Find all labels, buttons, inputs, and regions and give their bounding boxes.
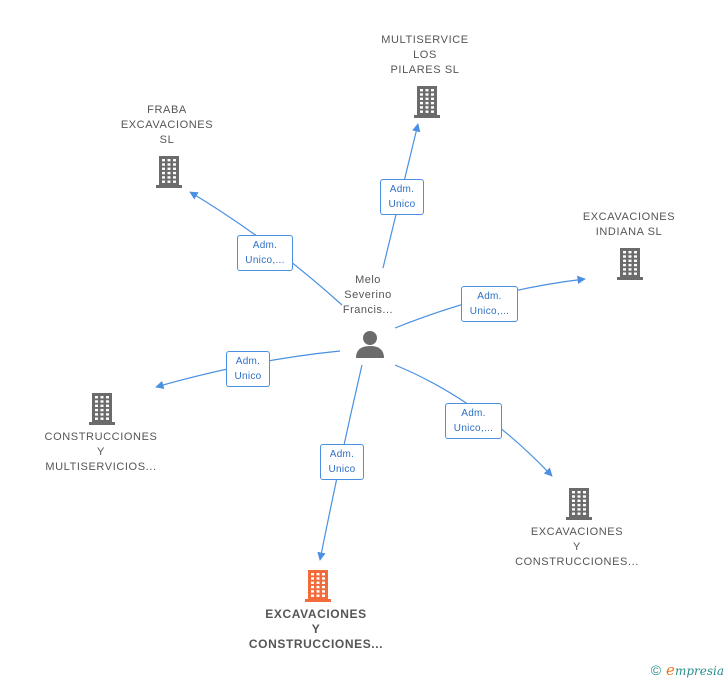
label-line: CONSTRUCCIONES...	[248, 637, 384, 651]
edge-label-line: Unico,...	[453, 423, 494, 434]
building-icon[interactable]	[563, 486, 595, 520]
edge-label-construcciones-multi[interactable]: Adm. Unico	[226, 351, 270, 387]
person-icon[interactable]	[355, 330, 385, 358]
edge-label-excav-constr-main[interactable]: Adm. Unico	[320, 444, 364, 480]
building-icon[interactable]	[153, 154, 185, 188]
label-line: Y	[97, 446, 105, 458]
label-line: PILARES SL	[390, 64, 460, 76]
edge-label-line: Unico	[388, 199, 416, 210]
node-excav-constr-main-label[interactable]: EXCAVACIONES Y CONSTRUCCIONES...	[236, 607, 396, 652]
label-line: MULTISERVICIOS...	[45, 461, 157, 473]
copyright-icon: ©	[650, 662, 662, 678]
node-indiana-label[interactable]: EXCAVACIONES INDIANA SL	[574, 210, 684, 240]
label-line: CONSTRUCCIONES...	[515, 556, 639, 568]
building-icon[interactable]	[302, 568, 334, 602]
label-line: Y	[311, 622, 321, 636]
edge-label-line: Adm.	[252, 240, 278, 251]
center-name-line-2: Severino	[344, 289, 392, 301]
label-line: EXCAVACIONES	[530, 526, 624, 538]
edge-label-line: Adm.	[477, 291, 502, 302]
brand-logo: empresia	[666, 661, 724, 679]
edge-label-line: Unico,...	[469, 306, 510, 317]
edge-label-line: Unico,...	[245, 255, 285, 266]
edge-label-indiana[interactable]: Adm. Unico,...	[461, 286, 518, 322]
building-icon[interactable]	[614, 246, 646, 280]
label-line: INDIANA SL	[595, 226, 663, 238]
label-line: EXCAVACIONES	[582, 211, 676, 223]
edge-label-line: Adm.	[235, 356, 261, 367]
footer-brand[interactable]: © empresia	[651, 661, 724, 679]
center-name-line-3: Francis...	[342, 304, 394, 316]
edge-label-fraba[interactable]: Adm. Unico,...	[237, 235, 293, 271]
label-line: FRABA	[147, 104, 187, 116]
edge-label-excav-constr-right[interactable]: Adm. Unico,...	[445, 403, 502, 439]
label-line: EXCAVACIONES	[120, 119, 214, 131]
center-name-line-1: Melo	[355, 274, 381, 286]
building-icon[interactable]	[86, 391, 118, 425]
edge-label-multiservice[interactable]: Adm. Unico	[380, 179, 424, 215]
label-line: SL	[159, 134, 175, 146]
center-person-name[interactable]: Melo Severino Francis...	[330, 273, 406, 318]
label-line: CONSTRUCCIONES	[44, 431, 158, 443]
edge-label-line: Adm.	[389, 184, 415, 195]
label-line: MULTISERVICE	[381, 34, 469, 46]
building-icon[interactable]	[411, 84, 443, 118]
edge-label-line: Adm.	[461, 408, 486, 419]
label-line: Y	[573, 541, 581, 553]
edge-label-line: Unico	[234, 371, 262, 382]
node-excav-constr-right-label[interactable]: EXCAVACIONES Y CONSTRUCCIONES...	[507, 525, 647, 570]
node-fraba-label[interactable]: FRABA EXCAVACIONES SL	[112, 103, 222, 148]
edge-label-line: Adm.	[329, 449, 355, 460]
label-line: LOS	[413, 49, 437, 61]
brand-initial: e	[666, 661, 675, 679]
brand-rest: mpresia	[674, 664, 724, 678]
node-multiservice-label[interactable]: MULTISERVICE LOS PILARES SL	[370, 33, 480, 78]
label-line: EXCAVACIONES	[265, 607, 367, 621]
node-construcciones-multi-label[interactable]: CONSTRUCCIONES Y MULTISERVICIOS...	[36, 430, 166, 475]
edge-label-line: Unico	[328, 464, 356, 475]
